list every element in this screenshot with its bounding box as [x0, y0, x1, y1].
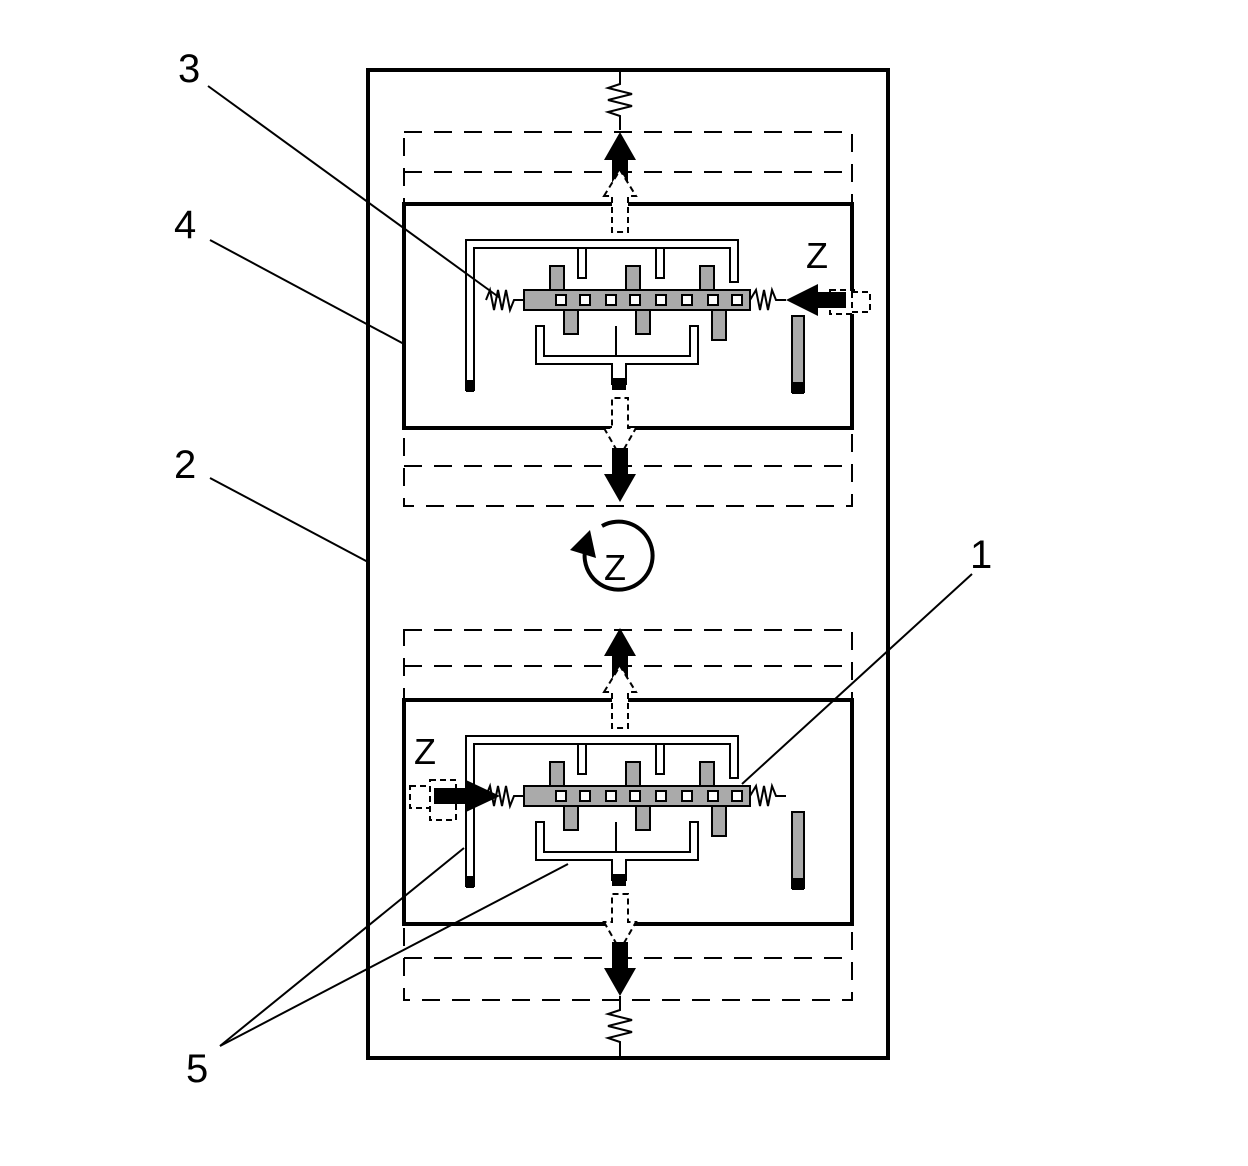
leader-line-3	[207, 85, 501, 299]
axis-label-z-upper: Z	[806, 235, 828, 276]
ref-label-4: 4	[174, 203, 196, 247]
upper-module: Z	[402, 131, 871, 507]
ref-label-1: 1	[970, 533, 992, 577]
top-spring	[604, 70, 633, 130]
leader-line-5b	[219, 863, 569, 1047]
leader-line-1	[741, 573, 973, 785]
ref-label-2: 2	[174, 443, 196, 487]
outer-frame	[366, 68, 890, 1060]
leader-line-5a	[219, 847, 465, 1047]
lower-module: Z	[402, 628, 854, 1001]
axis-label-z-rotation: Z	[604, 547, 626, 588]
axis-label-z-lower: Z	[414, 731, 436, 772]
leader-line-2	[209, 477, 369, 563]
rotation-z-symbol: Z	[570, 519, 655, 592]
bottom-spring	[604, 996, 633, 1058]
ref-label-5: 5	[186, 1047, 208, 1091]
ref-label-3: 3	[178, 47, 200, 91]
leader-line-4	[209, 239, 405, 345]
